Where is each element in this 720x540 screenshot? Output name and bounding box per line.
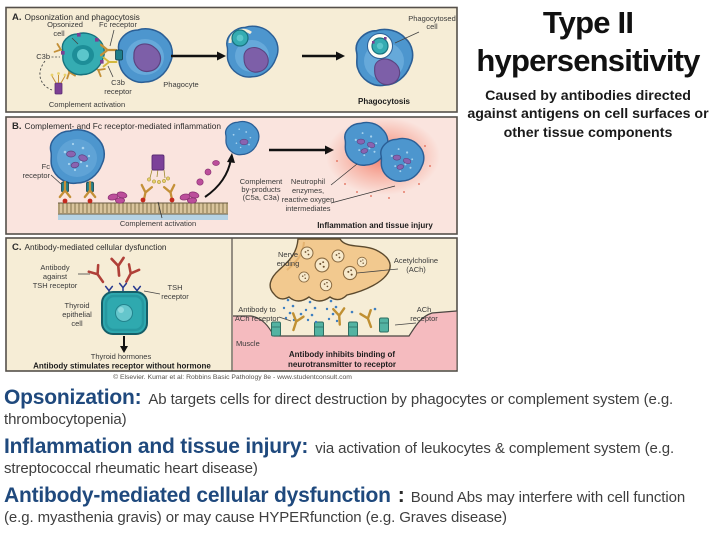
title-block: Type II hypersensitivity Caused by antib… [458,4,718,142]
label-phagocyte: Phagocyte [163,80,198,89]
antigen-dot [62,198,68,204]
svg-text:receptor: receptor [22,171,50,180]
c3b-fragment [77,33,81,37]
enzyme-speckles [336,133,431,199]
note-heading: Opsonization: [4,386,142,409]
label-fc-receptor-b: Fc [42,162,51,171]
svg-text:(ACh): (ACh) [406,265,426,274]
svg-text:ending: ending [277,259,300,268]
svg-text:cell: cell [426,22,438,31]
arrow-head [227,153,235,163]
label-phagocytosed-cell: Phagocytosed [408,14,456,23]
engulfing-cell [226,25,279,78]
panel-c: C.Antibody-mediated cellular dysfunction… [5,237,458,372]
curved-arrow [204,158,232,198]
slide-title-line1: Type II [542,5,634,40]
svg-text:epithelial: epithelial [62,310,92,319]
svg-text:TSH receptor: TSH receptor [33,281,78,290]
panel-a-title: A.Opsonization and phagocytosis [12,12,140,23]
arrow-head [120,346,128,353]
note-body: Bound Abs may interfere with cell functi… [4,489,686,526]
notes: Opsonization:Ab targets cells for direct… [4,386,717,535]
svg-text:intermediates: intermediates [285,204,330,213]
label-complement-activation-a: Complement activation [49,100,125,109]
svg-text:by-products: by-products [241,185,280,194]
svg-text:cell: cell [71,319,83,328]
thyroid-cell [101,291,148,335]
label-nerve-ending: Nerve [278,250,298,259]
complement-complex [137,154,179,203]
svg-text:(C5a, C3a): (C5a, C3a) [243,193,280,202]
muscle [233,310,457,370]
label-caption-right: Antibody inhibits binding of [289,350,396,359]
c3b-fragment [95,38,99,42]
slide-subtitle: Caused by antibodies directed against an… [467,87,709,141]
neutrophil-cell [49,129,106,185]
note-heading: Antibody-mediated cellular dysfunction [4,484,391,507]
svg-text:cell: cell [53,29,65,38]
label-muscle: Muscle [236,339,260,348]
byproduct-blob [204,168,212,176]
svg-text:ACh receptor: ACh receptor [235,314,280,323]
panel-c-title: C.Antibody-mediated cellular dysfunction [12,242,167,253]
note-body: Ab targets cells for direct destruction … [4,391,674,428]
label-antibody-tsh: Antibody [40,263,69,272]
pathology-figure: A.Opsonization and phagocytosis [5,6,458,372]
label-ach-receptor: ACh [417,305,432,314]
svg-text:against: against [43,272,68,281]
label-c3b: C3b [36,52,50,61]
panel-b: B.Complement- and Fc receptor-mediated i… [5,116,458,235]
label-acetylcholine: Acetylcholine [394,256,438,265]
svg-text:reactive oxygen: reactive oxygen [282,195,335,204]
note-inflammation: Inflammation and tissue injury:via activ… [4,435,717,479]
recruited-neutrophil [224,120,260,156]
figure-credit: © Elsevier. Kumar et al: Robbins Basic P… [113,374,352,381]
complement-rod [50,72,67,95]
label-thyroid-cell: Thyroid [64,301,89,310]
label-opsonized-cell: Opsonized [47,20,83,29]
cell-membrane [58,202,228,220]
label-antibody-ach: Antibody to [238,305,276,314]
panel-b-title: B.Complement- and Fc receptor-mediated i… [12,121,221,132]
svg-text:receptor: receptor [161,292,189,301]
label-neutrophil-enzymes: Neutrophil [291,177,326,186]
label-c3b-receptor: C3b [111,78,125,87]
byproduct-blob [196,178,204,186]
note-body: via activation of leukocytes & complemen… [4,440,675,477]
opsonized-cell [53,32,106,80]
note-dysfunction: Antibody-mediated cellular dysfunction:B… [4,484,686,526]
label-fc-receptor: Fc receptor [99,20,137,29]
note-opsonization: Opsonization:Ab targets cells for direct… [4,386,717,430]
label-byproducts: Complement [240,177,283,186]
svg-text:neurotransmitter to receptor: neurotransmitter to receptor [288,360,396,369]
label-phagocytosis: Phagocytosis [358,97,411,106]
label-caption-left: Antibody stimulates receptor without hor… [33,362,211,371]
panel-a: A.Opsonization and phagocytosis [5,6,458,113]
phagocyte-cell [115,28,174,84]
c3b-fragment [61,51,65,55]
phagocytosed-cell [355,28,414,88]
svg-text:enzymes,: enzymes, [292,186,324,195]
c3b-fragment [100,60,104,64]
label-thyroid-hormones: Thyroid hormones [91,352,152,361]
byproduct-blob [212,160,220,166]
nerve-ending [269,238,391,302]
antigen-dot [87,198,93,204]
ach-receptor-icon [271,317,389,337]
fc-receptor-icon [115,49,123,61]
label-complement-activation-b: Complement activation [120,219,196,228]
note-heading: Inflammation and tissue injury: [4,435,309,458]
arrow-head [336,51,345,61]
slide-title-line2: hypersensitivity [476,42,700,78]
svg-text:receptor: receptor [410,314,438,323]
label-tsh-receptor: TSH [168,283,183,292]
label-inflammation-caption: Inflammation and tissue injury [317,221,433,230]
arrow-head [217,51,226,61]
svg-text:receptor: receptor [104,87,132,96]
